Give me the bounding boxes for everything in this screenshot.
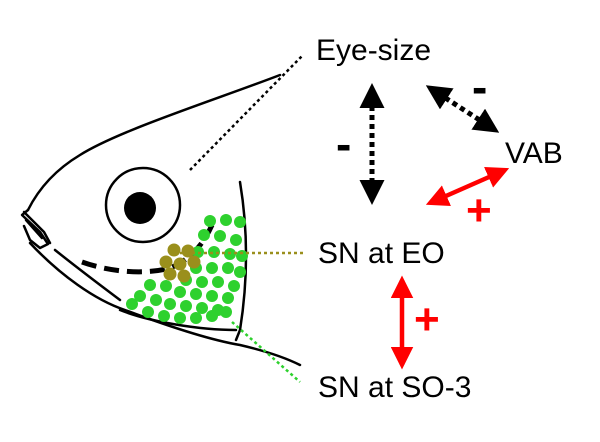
sn-so3-dot — [206, 262, 218, 274]
sn-so3-dot — [222, 292, 234, 304]
sn-so3-dot — [206, 290, 218, 302]
sn-so3-dot — [204, 215, 216, 227]
sn-so3-dot — [208, 246, 220, 258]
sn-so3-dot — [126, 298, 138, 310]
sign-eye-sn: - — [336, 118, 351, 170]
sn-so3-dot — [164, 298, 176, 310]
sn-eo-dot — [177, 269, 191, 283]
mouth-line-inner — [24, 218, 44, 240]
lower-jaw-outline — [28, 241, 302, 367]
eye-size-leader — [189, 54, 304, 171]
sn-so3-dot — [174, 312, 186, 324]
throat-outline — [53, 248, 122, 302]
sn-so3-dot — [158, 310, 170, 322]
sn-so3-dot — [174, 286, 186, 298]
sn-so3-dot — [206, 310, 218, 322]
sn-so3-dot — [228, 280, 240, 292]
label-vab: VAB — [505, 137, 563, 170]
label-sn-so3: SN at SO-3 — [318, 371, 471, 404]
sn-so3-dot — [198, 229, 210, 241]
sn-eo-dot — [187, 255, 201, 269]
opercle-lower — [118, 308, 238, 332]
sn-eo-dot — [159, 255, 173, 269]
sn-so3-dot — [222, 262, 234, 274]
mouth-line — [22, 210, 52, 245]
sn-so3-dot — [196, 276, 208, 288]
sn-so3-dot — [196, 302, 208, 314]
head-top-outline — [26, 73, 282, 212]
sn-so3-dot — [160, 280, 172, 292]
sn-so3-dot — [190, 312, 202, 324]
sn-so3-dot — [134, 290, 146, 302]
sn-so3-dot — [214, 230, 226, 242]
label-sn-eo: SN at EO — [318, 237, 445, 270]
sn-so3-dot — [234, 216, 246, 228]
eye — [104, 166, 182, 244]
sn-eo-dots — [159, 243, 201, 283]
eye-pupil — [124, 192, 156, 224]
lateral-line-canal — [81, 223, 215, 275]
sn-so3-dot — [220, 214, 232, 226]
sn-eo-dot — [173, 257, 187, 271]
arrow-vab-sn — [425, 166, 510, 207]
sn-so3-dot — [144, 279, 156, 291]
sn-so3-dot — [150, 294, 162, 306]
arrow-eye-vab — [425, 85, 500, 133]
sn-so3-dot — [220, 306, 232, 318]
sn-eo-dot — [167, 243, 181, 257]
sn-so3-dot — [230, 234, 242, 246]
sn-so3-dot — [234, 266, 246, 278]
sn-so3-dot — [236, 250, 248, 262]
sign-eo-so3: + — [414, 295, 440, 344]
opercle-outline — [234, 180, 248, 342]
label-eye-size: Eye-size — [316, 34, 431, 67]
sn-so3-dot — [142, 306, 154, 318]
sn-so3-dot — [180, 300, 192, 312]
sn-so3-dot — [190, 288, 202, 300]
sn-so3-dot — [212, 276, 224, 288]
snout-outline — [20, 208, 50, 250]
sign-vab-sn: + — [466, 186, 492, 235]
sign-eye-vab: - — [472, 61, 487, 113]
sn-eo-dot — [163, 267, 177, 281]
sn-so3-dots — [126, 214, 248, 324]
sn-eo-dot — [181, 244, 195, 258]
fish-head-illustration — [20, 73, 302, 367]
